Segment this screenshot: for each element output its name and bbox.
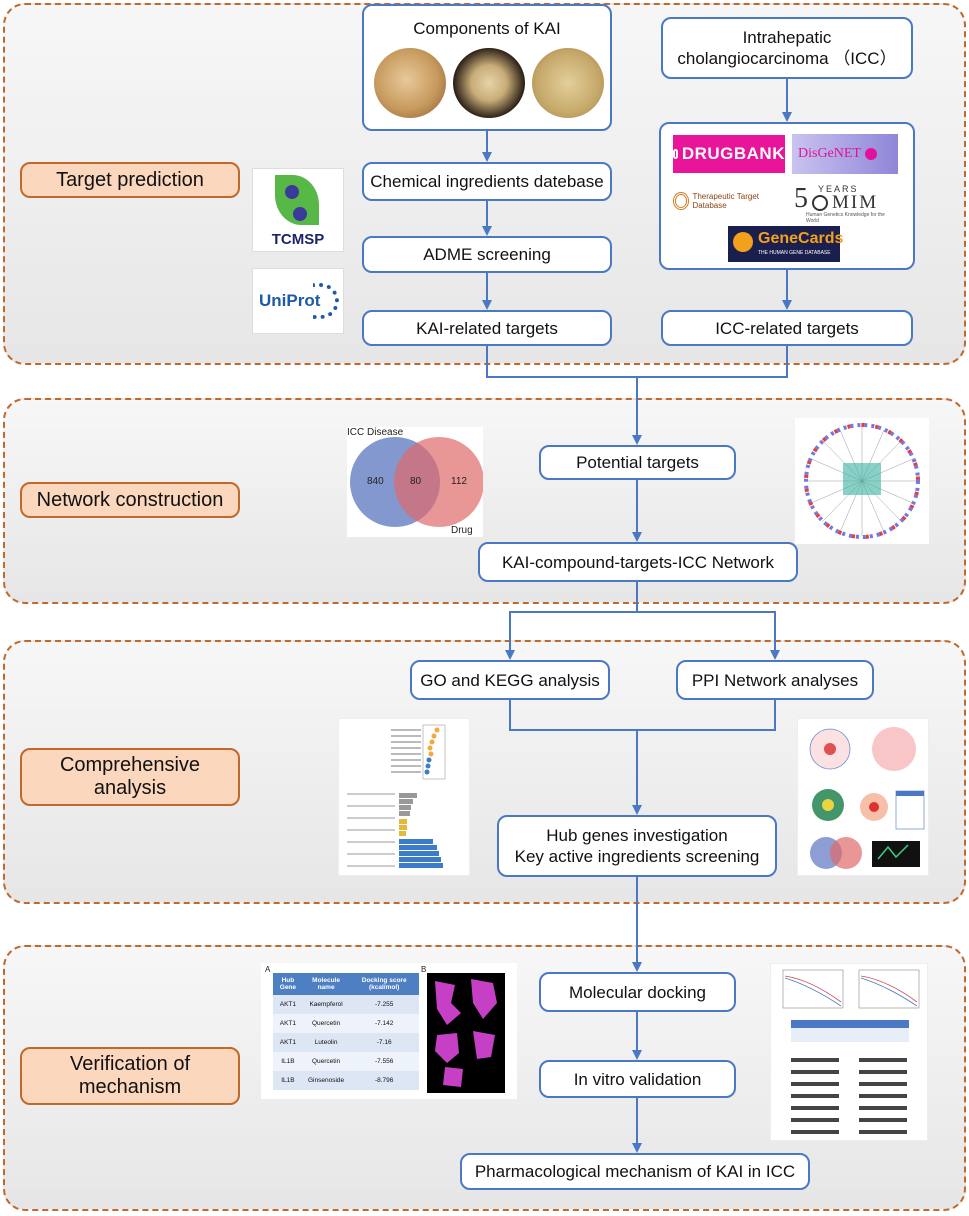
herb-slices-image — [374, 48, 446, 118]
herb-pieces-image — [532, 48, 604, 118]
docking-poses-svg — [435, 979, 497, 1087]
in-vitro-box: In vitro validation — [539, 1060, 736, 1098]
disgenet-label: DisGeNET — [798, 146, 861, 161]
go-kegg-box: GO and KEGG analysis — [410, 660, 610, 700]
docking-box: Molecular docking — [539, 972, 736, 1012]
venn-right-count: 112 — [451, 476, 467, 487]
chemical-db-box: Chemical ingredients datebase — [362, 162, 612, 201]
table-cell: IL1B — [281, 1077, 295, 1084]
genecards-icon — [733, 232, 753, 252]
kai-targets-box: KAI-related targets — [362, 310, 612, 346]
table-cell: Quercetin — [311, 1058, 341, 1065]
icc-targets-box: ICC-related targets — [661, 310, 913, 346]
table-cell: -7.16 — [376, 1039, 392, 1046]
network-box: KAI-compound-targets-ICC Network — [478, 542, 798, 582]
table-cell: -8.796 — [374, 1077, 394, 1084]
omim-subtitle: Human Genetics Knowledge for the World — [806, 212, 885, 224]
disgenet-logo: DisGeNET — [792, 134, 898, 174]
table-cell: -7.142 — [374, 1020, 394, 1027]
table-cell: AKT1 — [279, 1039, 297, 1046]
tcmsp-label: TCMSP — [271, 231, 325, 248]
molecule-bottom-icon — [293, 207, 307, 221]
in-vitro-figure — [770, 963, 928, 1141]
hub-genes-box: Hub genes investigation Key active ingre… — [497, 815, 777, 877]
genecards-subtitle: THE HUMAN GENE DATABASE — [758, 250, 831, 256]
docking-figure: A B Hub Gene Molecule name Docking score… — [261, 963, 517, 1099]
header-molecule-name: Molecule name — [312, 977, 340, 991]
icc-title-box: Intrahepatic cholangiocarcinoma （ICC） — [661, 17, 913, 79]
table-row: AKT1 Quercetin -7.142 — [273, 1014, 419, 1033]
table-cell: AKT1 — [279, 1001, 297, 1008]
venn-svg — [350, 437, 484, 527]
table-cell: AKT1 — [279, 1020, 297, 1027]
drugbank-pill-icon — [673, 149, 678, 159]
uniprot-label: UniProt — [259, 291, 321, 310]
drugbank-label: DRUGBANK — [681, 144, 785, 163]
ppi-panels-svg — [809, 727, 925, 869]
omim-fifty: 5 — [794, 183, 808, 214]
ttd-logo: Therapeutic Target Database — [670, 184, 782, 217]
venn-drug-circle — [394, 437, 484, 527]
ttd-label: Therapeutic Target Database — [692, 191, 759, 210]
components-kai-box: Components of KAI — [362, 4, 612, 131]
docking-panel-b-label: B — [421, 965, 427, 974]
disgenet-dot-icon — [865, 148, 877, 160]
omim-logo: 5 YEARS MIM Human Genetics Knowledge for… — [792, 182, 892, 224]
enrichment-plot-svg — [347, 724, 446, 868]
stage-network-construction: Network construction — [20, 482, 240, 518]
uniprot-dots-icon — [313, 283, 339, 319]
molecule-top-icon — [285, 185, 299, 199]
ppi-box: PPI Network analyses — [676, 660, 874, 700]
adme-box: ADME screening — [362, 236, 612, 273]
docking-table: Hub Gene Molecule name Docking score (kc… — [273, 973, 419, 1090]
table-cell: Luteolin — [314, 1039, 338, 1046]
venn-diagram: ICC Disease Drug 840 80 112 — [347, 427, 484, 537]
ppi-panels-image — [797, 718, 929, 876]
table-row: IL1B Quercetin -7.556 — [273, 1052, 419, 1071]
docking-table-header: Hub Gene Molecule name Docking score (kc… — [273, 973, 419, 995]
mechanism-box: Pharmacological mechanism of KAI in ICC — [460, 1153, 810, 1190]
table-cell: Ginsenoside — [308, 1077, 345, 1084]
genecards-label: GeneCards — [758, 230, 844, 247]
uniprot-logo: UniProt — [252, 268, 344, 334]
ginseng-root-image — [453, 48, 525, 118]
table-row: AKT1 Luteolin -7.16 — [273, 1033, 419, 1052]
venn-overlap-count: 80 — [410, 476, 422, 487]
venn-drug-label: Drug — [451, 525, 473, 536]
omim-o-icon — [812, 195, 828, 211]
venn-disease-label: ICC Disease — [347, 427, 404, 438]
table-cell: -7.556 — [374, 1058, 394, 1065]
docking-panel-a-label: A — [265, 965, 271, 974]
venn-left-count: 840 — [367, 476, 384, 487]
in-vitro-svg — [782, 969, 920, 1134]
omim-label: MIM — [832, 192, 879, 213]
header-docking-score: Docking score (kcal/mol) — [361, 977, 407, 991]
table-row: IL1B Ginsenoside -8.796 — [273, 1071, 419, 1090]
network-graph-image — [795, 418, 929, 544]
docking-poses-image — [427, 973, 505, 1093]
stage-verification: Verification of mechanism — [20, 1047, 240, 1105]
potential-targets-box: Potential targets — [539, 445, 736, 480]
tcmsp-logo: TCMSP — [252, 168, 344, 252]
genecards-logo: GeneCards THE HUMAN GENE DATABASE — [728, 226, 844, 262]
ttd-target-icon — [673, 191, 690, 210]
header-hub-gene: Hub Gene — [279, 977, 297, 991]
omim-years: YEARS — [818, 184, 859, 194]
components-kai-title: Components of KAI — [413, 19, 561, 38]
stage-comprehensive-analysis: Comprehensive analysis — [20, 748, 240, 806]
enrichment-plot-image — [338, 718, 470, 876]
drugbank-logo: DRUGBANK — [673, 135, 785, 173]
network-graph-svg — [804, 423, 920, 539]
table-cell: Kaempferol — [309, 1001, 343, 1008]
table-cell: IL1B — [281, 1058, 295, 1065]
table-cell: -7.255 — [374, 1001, 394, 1008]
stage-target-prediction: Target prediction — [20, 162, 240, 198]
table-row: AKT1 Kaempferol -7.255 — [273, 995, 419, 1014]
table-cell: Quercetin — [311, 1020, 341, 1027]
